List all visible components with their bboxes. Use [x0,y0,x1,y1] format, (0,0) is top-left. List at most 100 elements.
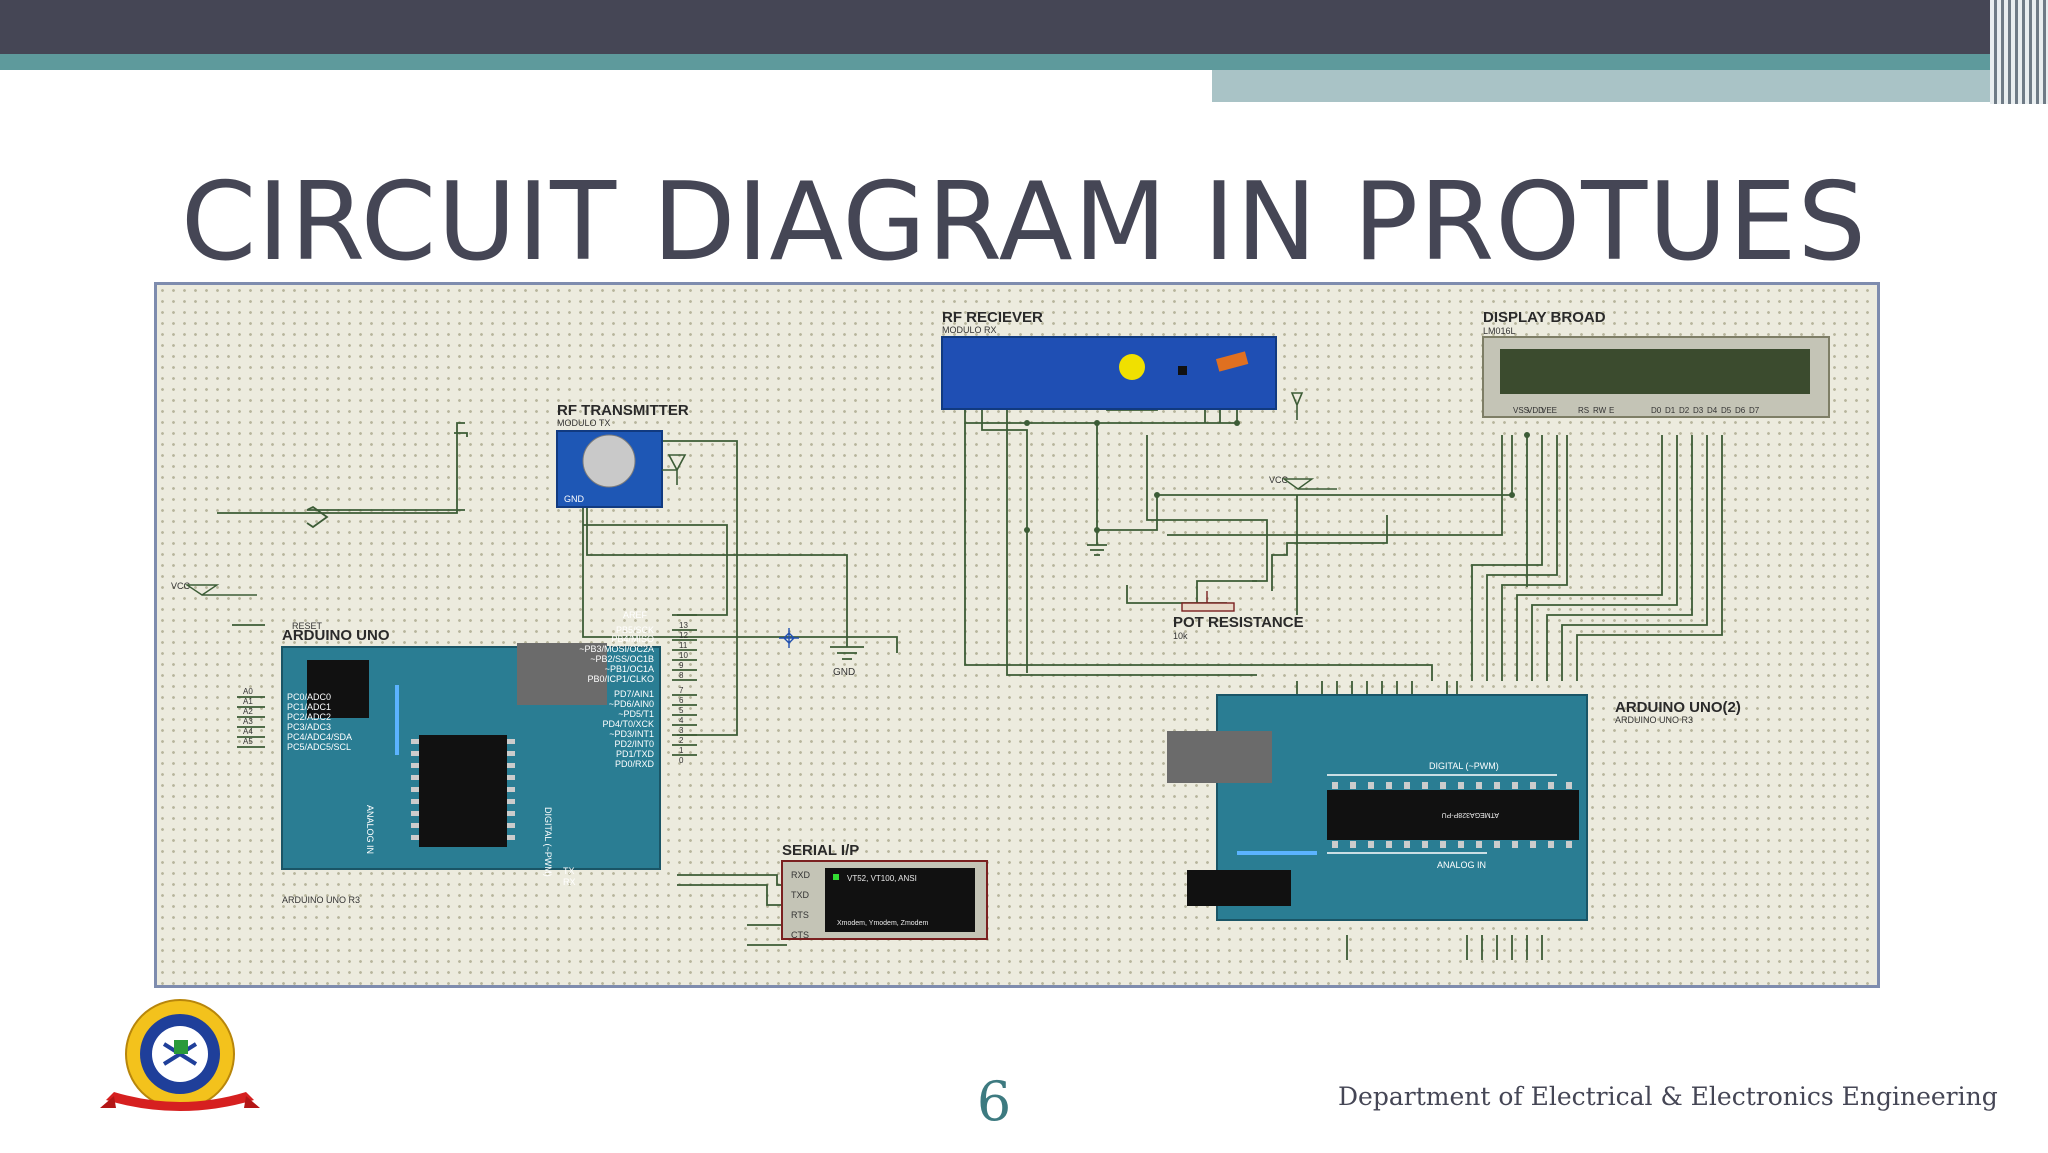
header-accent-line [0,54,2048,70]
rf-transmitter: RF TRANSMITTER MODULO TX GND [556,402,689,508]
svg-text:12: 12 [679,631,688,640]
arduino2-label: ARDUINO UNO(2) [1615,699,1741,716]
svg-text:10: 10 [679,651,688,660]
svg-text:RW: RW [1593,406,1607,415]
serial-screen-foot: Xmodem, Ymodem, Zmodem [837,920,928,927]
rf-receiver-label: RF RECIEVER [942,309,1043,326]
svg-text:D4: D4 [1707,406,1718,415]
svg-text:PD1/TXD: PD1/TXD [616,749,655,759]
circuit-diagram: RF TRANSMITTER MODULO TX GND RF RECIEVER… [154,282,1880,988]
svg-text:PD0/RXD: PD0/RXD [615,759,655,769]
vcc-symbols: VCC VCC [171,475,1337,596]
svg-text:A1: A1 [243,697,253,706]
arduino1-reset-label: RESET [292,621,323,631]
svg-text:A2: A2 [243,707,253,716]
rx-antenna-icon [1290,392,1304,420]
rf-receiver: RF RECIEVER MODULO RX [941,309,1304,420]
arduino1-tx: TX [563,866,575,876]
arduino2-lines [1327,774,1557,854]
arduino2-jack [1187,870,1291,906]
arduino1-digital-label: DIGITAL (~PWM) [543,807,553,877]
arduino-uno-2: ATMEGA328P-PU DIGITAL (~PWM) ANALOG IN A… [1167,694,1741,921]
svg-text:PD4/T0/XCK: PD4/T0/XCK [602,719,654,729]
rf-transmitter-crystal [582,434,636,488]
svg-text:~PD6/AIN0: ~PD6/AIN0 [609,699,654,709]
junction-dots [1024,420,1530,533]
serial-pins: RXD TXD RTS CTS [791,870,811,940]
gnd-label: GND [833,667,855,678]
lcd-display: DISPLAY BROAD LM016L VSS VDD VEE RS RW E… [1482,309,1830,418]
rf-tx-pin-gnd: GND [564,494,585,504]
probe-marker [779,628,799,648]
arduino1-chip [419,735,507,847]
display-label: DISPLAY BROAD [1483,309,1606,326]
svg-text:PB5/SCK: PB5/SCK [616,625,654,635]
display-sublabel: LM016L [1483,326,1516,336]
department-footer: Department of Electrical & Electronics E… [1338,1082,1998,1111]
arduino1-analog-pins: A0 A1 A2 A3 A4 A5 [243,687,253,746]
pot-body [1181,602,1235,612]
rf-receiver-ic [1178,366,1187,375]
svg-text:D6: D6 [1735,406,1746,415]
svg-text:13: 13 [679,621,688,630]
svg-text:A5: A5 [243,737,253,746]
svg-text:A4: A4 [243,727,253,736]
svg-text:PD7/AIN1: PD7/AIN1 [614,689,654,699]
serial-screen-text: VT52, VT100, ANSI [847,874,917,883]
svg-text:1: 1 [679,746,684,755]
header-bar [0,0,2048,54]
serial-label: SERIAL I/P [782,842,859,859]
svg-text:2: 2 [679,736,684,745]
svg-text:VDD: VDD [1527,406,1544,415]
svg-text:D0: D0 [1651,406,1662,415]
svg-text:0: 0 [679,756,684,765]
arduino-uno-1: ARDUINO UNO ANALOG IN DIGITAL (~PWM) RES… [243,610,688,905]
rf-transmitter-label: RF TRANSMITTER [557,402,689,419]
header-accent-bar [1212,70,2048,102]
arduino1-chip-pins [411,739,515,840]
vcc-left-icon [184,584,257,596]
arduino1-usb [517,643,607,705]
rf-receiver-coil [1215,351,1249,372]
vcc-left-label: VCC [171,581,191,591]
svg-text:D2: D2 [1679,406,1690,415]
svg-text:6: 6 [679,696,684,705]
svg-text:RXD: RXD [791,870,811,880]
svg-text:PB0/ICP1/CLKO: PB0/ICP1/CLKO [587,674,654,684]
svg-text:PC4/ADC4/SDA: PC4/ADC4/SDA [287,732,352,742]
arduino2-digital-label: DIGITAL (~PWM) [1429,761,1499,771]
serial-terminal: SERIAL I/P VT52, VT100, ANSI Xmodem, Ymo… [781,842,988,940]
svg-text:PB4/MISO: PB4/MISO [611,634,654,644]
pot-label: POT RESISTANCE [1173,614,1304,631]
arduino1-label: ARDUINO UNO [282,627,390,644]
svg-text:D5: D5 [1721,406,1732,415]
page-number: 6 [976,1070,1012,1133]
rf-receiver-body [941,336,1277,410]
rf-transmitter-sublabel: MODULO TX [557,418,610,428]
pot-sublabel: 10k [1173,631,1188,641]
lcd-screen [1500,349,1810,394]
arduino1-jack [307,660,369,718]
serial-cursor [833,874,839,880]
rf-receiver-crystal [1119,354,1145,380]
svg-text:5: 5 [679,706,684,715]
svg-text:E: E [1609,406,1614,415]
svg-text:~PD3/INT1: ~PD3/INT1 [609,729,654,739]
svg-text:~PD5/T1: ~PD5/T1 [618,709,654,719]
svg-text:D1: D1 [1665,406,1676,415]
arduino1-digital-names: PB5/SCK PB4/MISO ~PB3/MOSI/OC2A ~PB2/SS/… [579,625,654,769]
svg-text:4: 4 [679,716,684,725]
svg-text:A3: A3 [243,717,253,726]
arduino1-analog-label: ANALOG IN [365,805,375,854]
arduino1-rx: RX [563,877,576,887]
serial-screen [825,868,975,932]
arduino1-aref: AREF [623,610,648,620]
antenna-icon [662,454,687,485]
svg-text:8: 8 [679,671,684,680]
svg-text:3: 3 [679,726,684,735]
svg-text:PC5/ADC5/SCL: PC5/ADC5/SCL [287,742,351,752]
svg-text:~PB1/OC1A: ~PB1/OC1A [605,664,654,674]
header-stripes [1990,0,2048,104]
arduino2-usb [1167,731,1272,783]
logo-ribbon [106,1092,254,1111]
